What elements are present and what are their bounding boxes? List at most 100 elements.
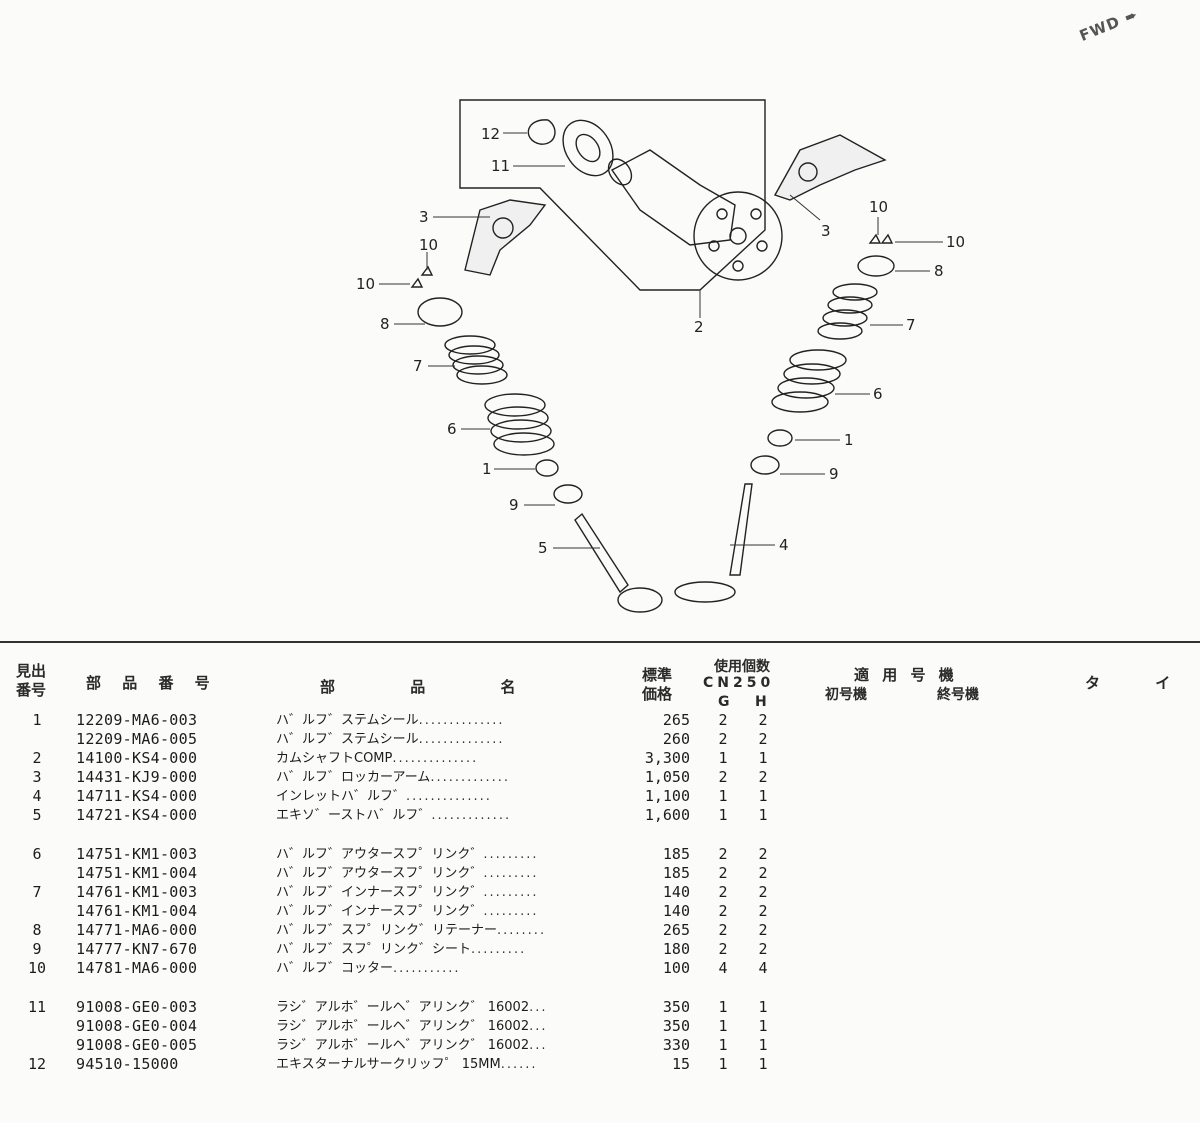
qty-g-cell: 4 xyxy=(718,959,728,977)
camshaft-part xyxy=(610,149,736,246)
part-number-cell: 91008-GE0-004 xyxy=(76,1017,198,1035)
ref-no-cell: 8 xyxy=(32,921,42,939)
exhaust-valve-stem xyxy=(574,512,629,594)
ref-no-cell: 11 xyxy=(27,998,47,1016)
price-cell: 180 xyxy=(662,940,690,958)
price-cell: 1,050 xyxy=(644,768,690,786)
qty-g-cell: 1 xyxy=(718,806,728,824)
qty-g-cell: 1 xyxy=(718,749,728,767)
ref-no-cell: 6 xyxy=(32,845,42,863)
part-name-text: ハ゛ルフ゛アウタースフ゜リンク゛ xyxy=(276,866,484,881)
qty-g-cell: 1 xyxy=(718,1036,728,1054)
price-cell: 265 xyxy=(662,921,690,939)
part-name-text: ハ゛ルフ゛ロッカーアーム xyxy=(276,770,431,785)
callout-label: 3 xyxy=(821,222,831,240)
header-part-name: 部 品 名 xyxy=(320,678,516,696)
qty-h-cell: 2 xyxy=(758,940,768,958)
leader-dots: ........ xyxy=(497,923,547,938)
exhaust-valve-head xyxy=(617,587,663,613)
qty-g-cell: 2 xyxy=(718,845,728,863)
part-number-cell: 14781-MA6-000 xyxy=(76,959,198,977)
callout-label: 8 xyxy=(934,262,944,280)
callout-label: 7 xyxy=(906,316,916,334)
part-number-cell: 12209-MA6-003 xyxy=(76,711,198,729)
header-part-no: 部 品 番 号 xyxy=(86,674,218,692)
ref-no-cell: 5 xyxy=(32,806,42,824)
header-type: タ イ xyxy=(1085,674,1171,692)
leader-dots: ............. xyxy=(431,808,512,823)
qty-g-cell: 1 xyxy=(718,787,728,805)
ref-no-cell: 9 xyxy=(32,940,42,958)
qty-g-cell: 1 xyxy=(718,998,728,1016)
ref-no-cell: 1 xyxy=(32,711,42,729)
qty-h-cell: 2 xyxy=(758,921,768,939)
leader-dots: ... xyxy=(529,1000,548,1015)
qty-g-cell: 2 xyxy=(718,921,728,939)
outer-spring-right-part xyxy=(771,349,847,413)
leader-dots: ......... xyxy=(483,885,539,900)
part-name-text: エキスターナルサークリッフ゜ 15MM xyxy=(276,1057,501,1072)
part-number-cell: 14777-KN7-670 xyxy=(76,940,198,958)
part-number-cell: 14711-KS4-000 xyxy=(76,787,198,805)
part-name-text: ハ゛ルフ゛インナースフ゜リンク゛ xyxy=(276,885,484,900)
part-name-cell: ラシ゛アルホ゛ールヘ゛アリンク゛ 16002... xyxy=(276,998,548,1017)
header-price: 標準価格 xyxy=(642,666,673,703)
qty-h-cell: 2 xyxy=(758,864,768,882)
part-number-cell: 14100-KS4-000 xyxy=(76,749,198,767)
callout-label: 10 xyxy=(356,275,375,293)
qty-h-cell: 2 xyxy=(758,711,768,729)
inner-spring-right-part xyxy=(817,283,878,340)
part-name-text: ハ゛ルフ゛インナースフ゜リンク゛ xyxy=(276,904,484,919)
part-name-cell: ハ゛ルフ゛インナースフ゜リンク゛......... xyxy=(276,883,539,902)
qty-h-cell: 1 xyxy=(758,749,768,767)
callout-label: 6 xyxy=(873,385,883,403)
header-applicable: 適 用 号 機 xyxy=(854,666,958,684)
qty-g-cell: 2 xyxy=(718,940,728,958)
leader-dots: ......... xyxy=(483,866,539,881)
part-name-text: ハ゛ルフ゛スフ゜リンク゛リテーナー xyxy=(276,923,498,938)
part-number-cell: 14761-KM1-004 xyxy=(76,902,198,920)
part-name-cell: ハ゛ルフ゛アウタースフ゜リンク゛......... xyxy=(276,845,539,864)
part-name-cell: ハ゛ルフ゛スフ゜リンク゛リテーナー........ xyxy=(276,921,546,940)
exploded-parts-diagram: 12 11 3 10 10 8 7 6 1 9 5 2 3 10 10 8 7 … xyxy=(356,99,965,613)
leader-dots: ......... xyxy=(471,942,527,957)
qty-h-cell: 2 xyxy=(758,845,768,863)
outer-spring-left-part xyxy=(484,393,555,456)
callout-label: 9 xyxy=(509,496,519,514)
spring-seat-left-part xyxy=(553,484,583,504)
part-name-text: インレットハ゛ルフ゛ xyxy=(276,789,407,804)
part-name-cell: エキスターナルサークリッフ゜ 15MM...... xyxy=(276,1055,538,1074)
qty-g-cell: 1 xyxy=(718,1055,728,1073)
qty-h-cell: 1 xyxy=(758,1036,768,1054)
leader-dots: .............. xyxy=(418,713,505,728)
qty-h-cell: 2 xyxy=(758,730,768,748)
price-cell: 3,300 xyxy=(644,749,690,767)
callout-label: 3 xyxy=(419,208,429,226)
qty-g-cell: 2 xyxy=(718,730,728,748)
part-name-cell: ハ゛ルフ゛ステムシール.............. xyxy=(276,730,504,749)
part-number-cell: 12209-MA6-005 xyxy=(76,730,198,748)
qty-h-cell: 2 xyxy=(758,883,768,901)
part-name-cell: ハ゛ルフ゛インナースフ゜リンク゛......... xyxy=(276,902,539,921)
price-cell: 185 xyxy=(662,845,690,863)
intake-valve-head xyxy=(674,581,736,603)
part-name-cell: ラシ゛アルホ゛ールヘ゛アリンク゛ 16002... xyxy=(276,1017,548,1036)
leader-dots: ... xyxy=(529,1019,548,1034)
leader-lines xyxy=(379,132,943,549)
qty-h-cell: 1 xyxy=(758,806,768,824)
part-name-text: エキソ゛ーストハ゛ルフ゛ xyxy=(276,808,432,823)
header-qty: 使用個数 xyxy=(714,659,770,675)
price-cell: 265 xyxy=(662,711,690,729)
circlip-part xyxy=(527,119,556,145)
part-name-text: ハ゛ルフ゛アウタースフ゜リンク゛ xyxy=(276,847,484,862)
ref-no-cell: 4 xyxy=(32,787,42,805)
callout-label: 8 xyxy=(380,315,390,333)
spring-retainer-left-part xyxy=(417,297,463,327)
part-name-cell: ハ゛ルフ゛アウタースフ゜リンク゛......... xyxy=(276,864,539,883)
ref-no-cell: 10 xyxy=(27,959,47,977)
